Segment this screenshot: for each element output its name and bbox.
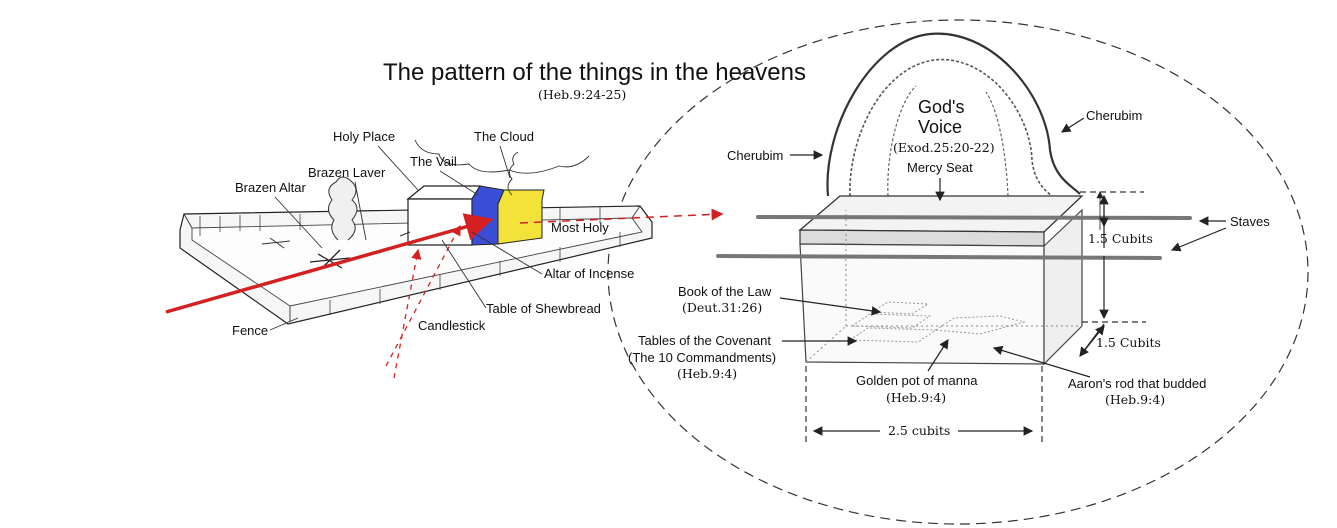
label-tables-1: Tables of the Covenant (638, 333, 771, 348)
mercy-seat (798, 195, 1084, 233)
label-width: 2.5 cubits (888, 423, 950, 438)
label-gods-voice-ref: (Exod.25:20-22) (893, 140, 995, 155)
laver-smoke (328, 176, 358, 241)
red-connector (519, 208, 724, 224)
label-rod: Aaron's rod that budded (1068, 376, 1206, 391)
label-most-holy: Most Holy (551, 220, 609, 235)
label-manna: Golden pot of manna (856, 373, 978, 388)
stave-lower (716, 254, 1162, 260)
label-mercy-seat: Mercy Seat (907, 160, 973, 175)
camp-marks (261, 231, 411, 249)
label-candlestick: Candlestick (418, 318, 486, 333)
label-brazen-laver: Brazen Laver (308, 165, 386, 180)
ark-of-covenant: God's Voice (Exod.25:20-22) Mercy Seat C… (628, 32, 1270, 446)
label-voice: Voice (918, 117, 962, 137)
label-table-of-shewbread: Table of Shewbread (486, 301, 601, 316)
label-staves: Staves (1230, 214, 1270, 229)
most-holy-panel (497, 189, 545, 245)
cherubim-wings (826, 32, 1081, 197)
tabernacle-court: Holy Place The Cloud The Vail Brazen Lav… (165, 129, 724, 379)
label-cherubim-right: Cherubim (1086, 108, 1142, 123)
label-book-ref: (Deut.31:26) (682, 300, 762, 315)
label-cherubim-left: Cherubim (727, 148, 783, 163)
tables-shape (934, 315, 1026, 335)
red-path (165, 213, 494, 314)
heavenly-ellipse (607, 19, 1309, 525)
cloud-smoke (507, 151, 519, 196)
holy-place-building (406, 185, 482, 200)
label-gods: God's (918, 97, 964, 117)
label-tables-ref: (Heb.9:4) (677, 366, 737, 381)
stave-upper (756, 215, 1192, 220)
label-the-cloud: The Cloud (474, 129, 534, 144)
label-height-upper: 1.5 Cubits (1088, 231, 1153, 246)
page-subtitle: (Heb.9:24-25) (538, 87, 626, 102)
label-holy-place: Holy Place (333, 129, 395, 144)
brazen-altar (309, 249, 351, 269)
label-the-vail: The Vail (410, 154, 457, 169)
page-title: The pattern of the things in the heavens (383, 59, 806, 86)
label-fence: Fence (232, 323, 268, 338)
label-height-lower: 1.5 Cubits (1096, 335, 1161, 350)
label-tables-2: (The 10 Commandments) (628, 350, 776, 365)
label-altar-of-incense: Altar of Incense (544, 266, 634, 281)
label-brazen-altar: Brazen Altar (235, 180, 306, 195)
label-rod-ref: (Heb.9:4) (1105, 392, 1165, 407)
label-book-of-law: Book of the Law (678, 284, 772, 299)
label-manna-ref: (Heb.9:4) (886, 390, 946, 405)
